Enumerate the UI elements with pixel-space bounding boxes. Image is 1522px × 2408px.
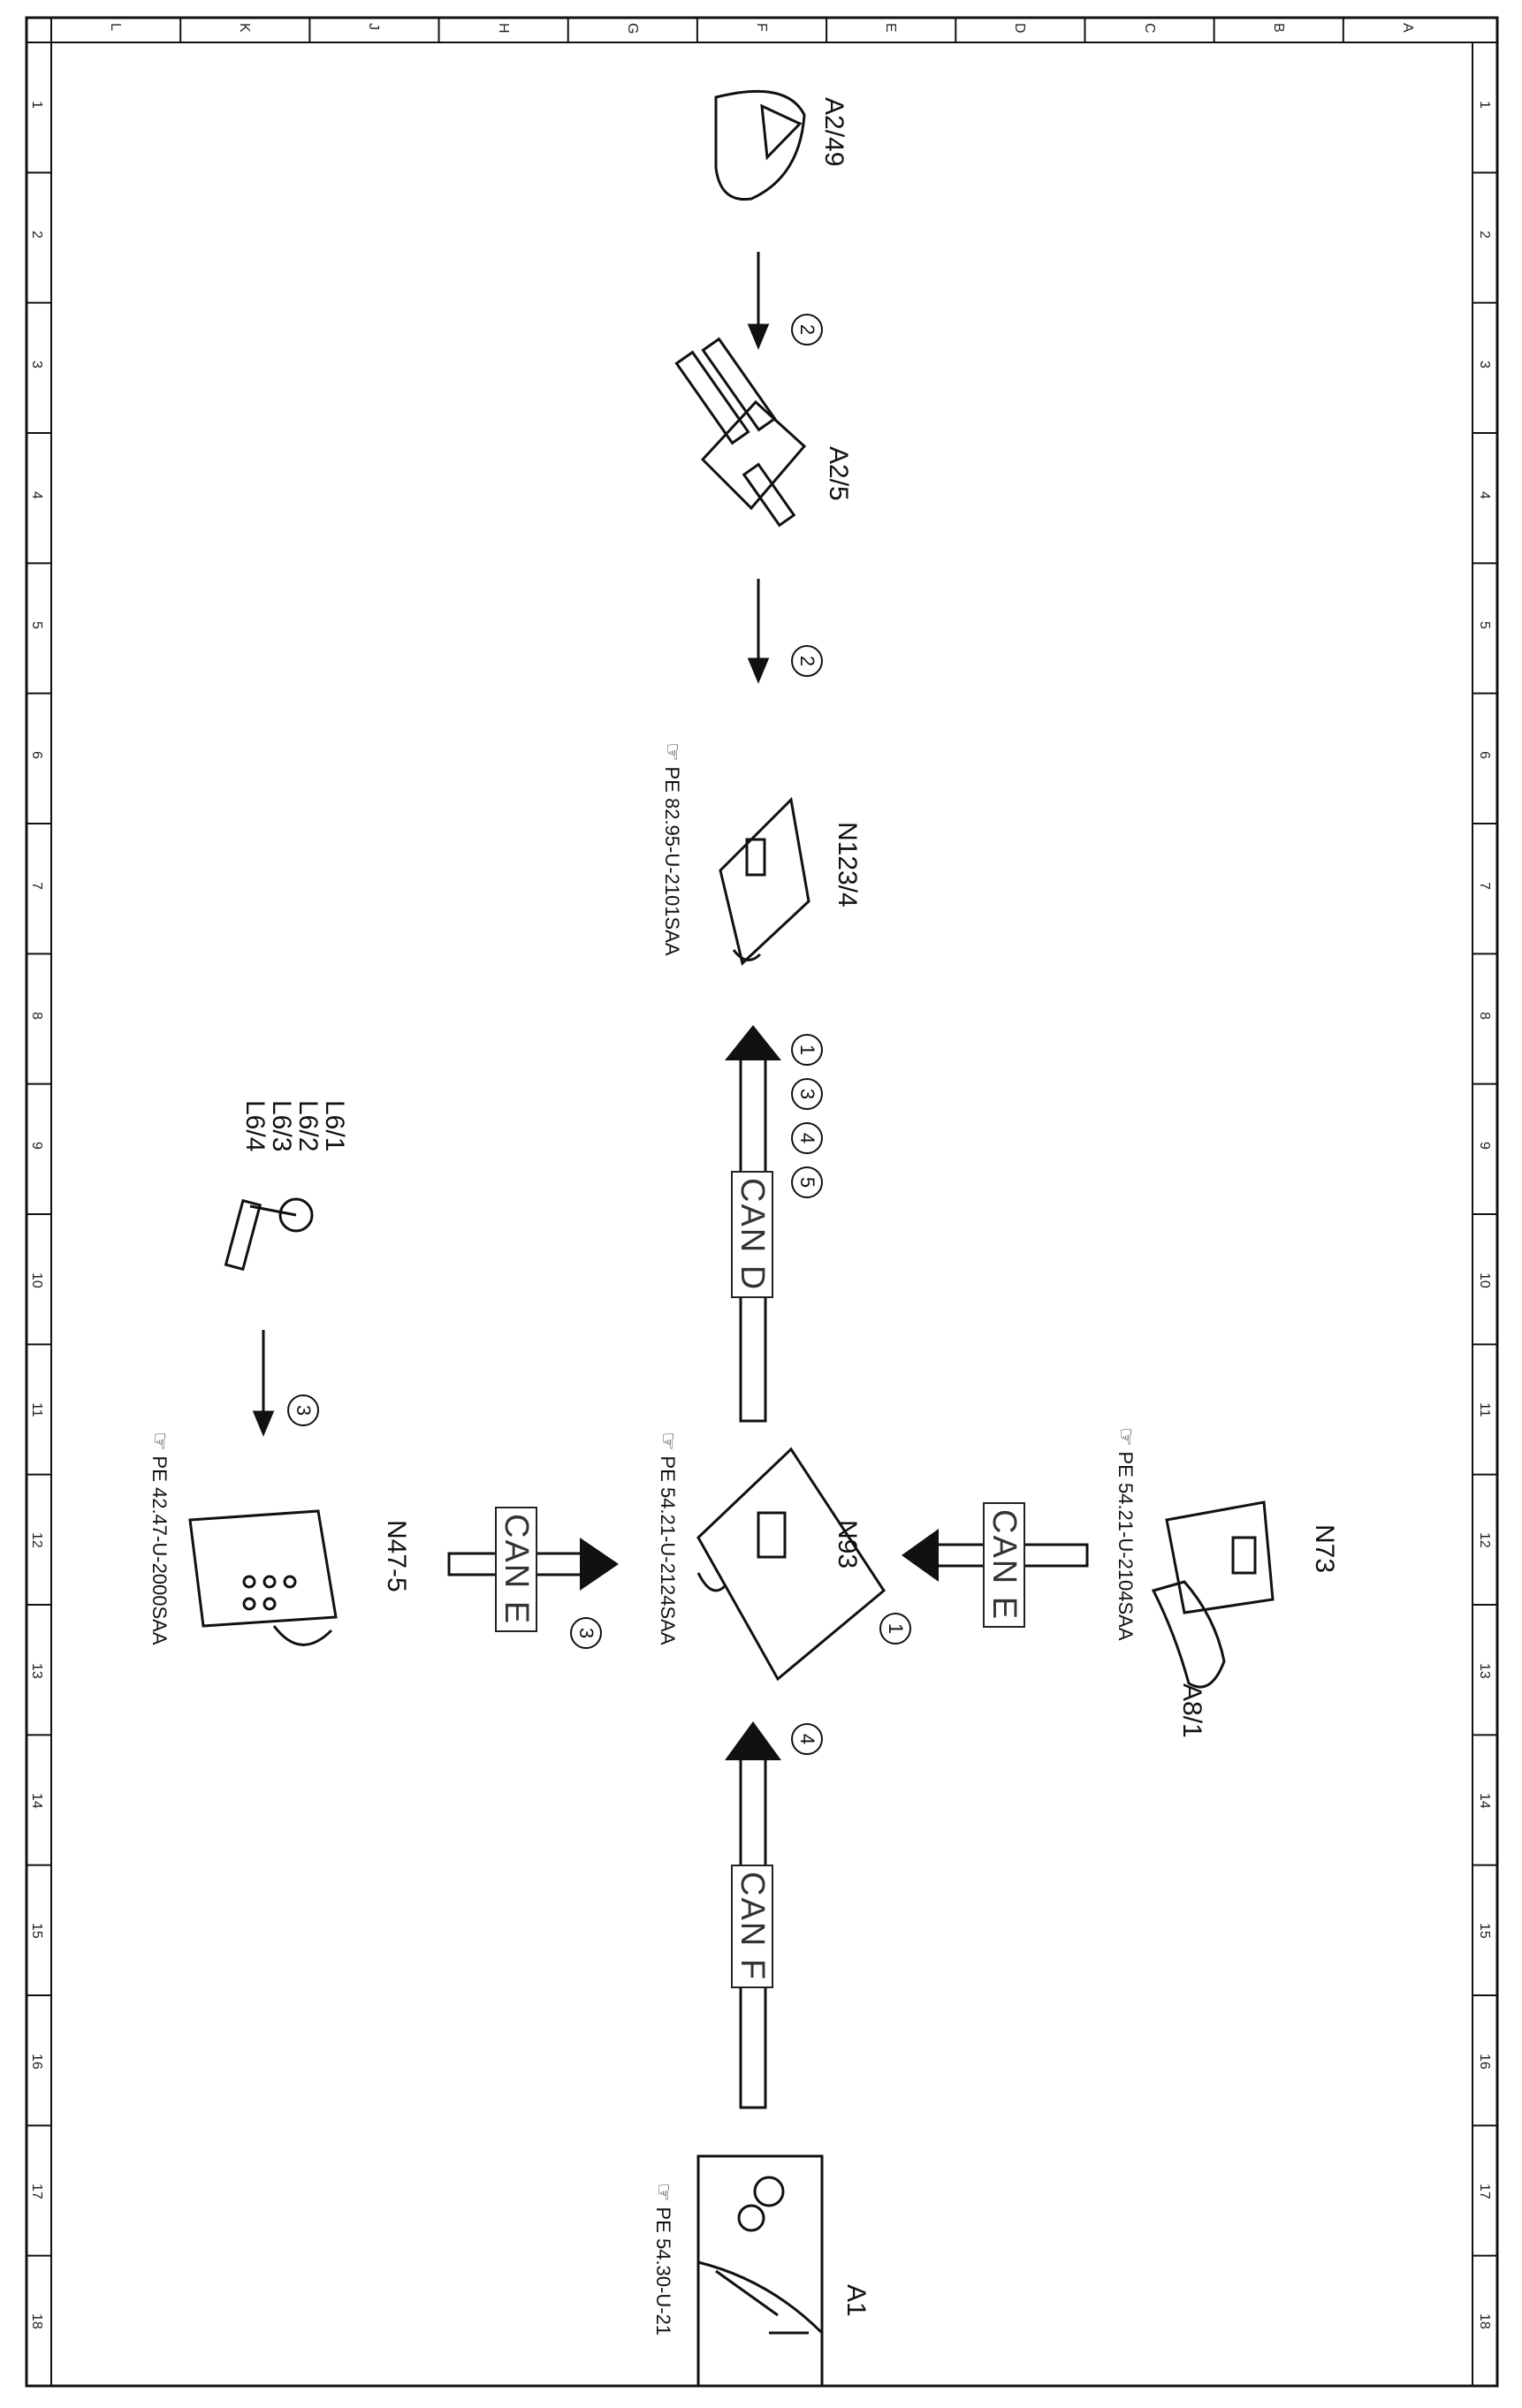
column-label: K <box>237 23 253 33</box>
label-a2-49: A2/49 <box>819 97 849 167</box>
row-label: 13 <box>1477 1662 1492 1679</box>
row-label: 6 <box>29 751 44 760</box>
step-marker: 1 <box>791 1034 823 1066</box>
ref-n47-5: ☞PE 42.47-U-2000SAA <box>148 1432 171 1645</box>
label-l6-2: L6/2 <box>293 1100 323 1152</box>
row-label: 1 <box>29 100 44 109</box>
column-label: L <box>108 23 124 31</box>
column-label: F <box>754 23 769 32</box>
column-label: B <box>1270 23 1286 33</box>
row-label: 5 <box>29 621 44 629</box>
column-label: A <box>1399 23 1415 33</box>
label-a2-5: A2/5 <box>824 446 853 501</box>
row-label: 16 <box>1477 2053 1492 2070</box>
row-label: 13 <box>29 1662 44 1679</box>
row-label: 12 <box>29 1532 44 1549</box>
row-label: 2 <box>29 231 44 239</box>
column-grid-ticks <box>179 18 1344 42</box>
row-label: 17 <box>29 2184 44 2199</box>
ref-n123-4: ☞PE 82.95-U-2101SAA <box>660 742 684 956</box>
n73-switch-icon <box>1151 1500 1275 1689</box>
step-marker: 4 <box>791 1723 823 1755</box>
step-marker: 3 <box>287 1394 319 1426</box>
row-label: 9 <box>29 1142 44 1151</box>
n47-5-module-icon <box>188 1509 338 1646</box>
row-label: 17 <box>1477 2184 1492 2199</box>
step-marker: 2 <box>791 314 823 346</box>
label-l6-1: L6/1 <box>320 1100 349 1152</box>
label-l6-4: L6/4 <box>240 1100 270 1152</box>
pointing-hand-icon: ☞ <box>1114 1427 1138 1447</box>
label-n73: N73 <box>1310 1524 1339 1574</box>
step-marker: 3 <box>791 1078 823 1110</box>
row-label: 4 <box>1477 490 1492 499</box>
step-marker: 2 <box>791 645 823 677</box>
bus-label-can-e-n47: CAN E <box>495 1507 537 1633</box>
step-marker: 1 <box>879 1613 911 1645</box>
n123-4-module-icon <box>719 796 810 966</box>
row-label: 12 <box>1477 1532 1492 1549</box>
pointing-hand-icon: ☞ <box>656 1432 680 1451</box>
thin-arrows <box>252 252 770 1437</box>
step-marker: 4 <box>791 1122 823 1154</box>
bus-label-can-d: CAN D <box>731 1171 773 1299</box>
label-n93: N93 <box>833 1520 862 1569</box>
row-label: 3 <box>29 361 44 369</box>
row-label: 3 <box>1477 361 1492 369</box>
row-label: 10 <box>29 1272 44 1288</box>
label-n123-4: N123/4 <box>833 822 862 908</box>
row-label: 15 <box>29 1923 44 1940</box>
row-label: 5 <box>1477 621 1492 629</box>
bus-label-can-e-n73: CAN E <box>983 1502 1025 1629</box>
label-l6-3: L6/3 <box>267 1100 296 1152</box>
l6-sensor-icon <box>224 1197 314 1272</box>
row-label: 4 <box>29 490 44 499</box>
column-label: J <box>366 23 382 30</box>
ref-n93: ☞PE 54.21-U-2124SAA <box>656 1432 680 1645</box>
n93-module-icon <box>696 1447 886 1682</box>
column-label: E <box>883 23 899 33</box>
row-label: 16 <box>29 2053 44 2070</box>
row-label: 6 <box>1477 751 1492 760</box>
column-label: D <box>1012 23 1028 34</box>
row-label: 1 <box>1477 100 1492 109</box>
label-a1: A1 <box>841 2284 871 2317</box>
column-label: G <box>624 23 640 34</box>
row-label: 11 <box>29 1402 44 1417</box>
row-label: 15 <box>1477 1923 1492 1940</box>
row-label: 11 <box>1477 1402 1492 1417</box>
ref-n73: ☞PE 54.21-U-2104SAA <box>1114 1427 1138 1641</box>
row-label: 18 <box>29 2313 44 2330</box>
row-label: 8 <box>29 1012 44 1020</box>
row-label: 8 <box>1477 1012 1492 1020</box>
column-label: C <box>1141 23 1157 34</box>
label-a8-1: A8/1 <box>1177 1683 1206 1738</box>
label-n47-5: N47-5 <box>382 1520 411 1592</box>
row-label: 9 <box>1477 1142 1492 1151</box>
a1-instrument-cluster-icon <box>696 2154 824 2388</box>
ref-a1: ☞PE 54.30-U-21 <box>651 2183 675 2336</box>
row-label: 10 <box>1477 1272 1492 1288</box>
row-label: 7 <box>29 881 44 890</box>
row-label: 7 <box>1477 881 1492 890</box>
pointing-hand-icon: ☞ <box>148 1432 171 1451</box>
step-marker: 3 <box>570 1617 602 1649</box>
step-marker: 5 <box>791 1166 823 1198</box>
row-label: 18 <box>1477 2313 1492 2330</box>
a2-5-module-icon <box>674 337 807 528</box>
pointing-hand-icon: ☞ <box>660 742 684 762</box>
a2-49-antenna-icon <box>714 89 806 201</box>
bus-label-can-f: CAN F <box>731 1865 773 1988</box>
row-label: 14 <box>1477 1793 1492 1809</box>
row-label: 2 <box>1477 231 1492 239</box>
pointing-hand-icon: ☞ <box>651 2183 675 2202</box>
column-label: H <box>495 23 511 34</box>
row-grid-ticks <box>27 171 1497 2257</box>
row-label: 14 <box>29 1793 44 1809</box>
